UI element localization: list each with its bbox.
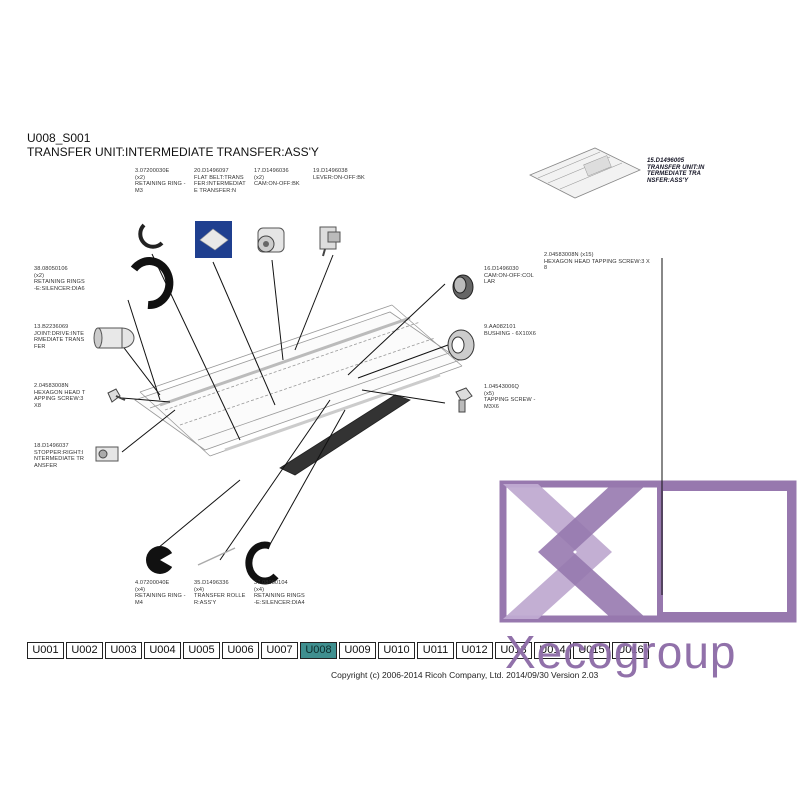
unit-tab-u005[interactable]: U005 xyxy=(183,642,220,659)
hexagon-screw-icon xyxy=(107,388,126,403)
unit-tab-u013[interactable]: U013 xyxy=(495,642,532,659)
part-label-16: 16.D1496030 CAM:ON-OFF:COL LAR xyxy=(484,266,534,286)
diagram-code: U008_S001 xyxy=(27,131,91,145)
transfer-unit-frame xyxy=(134,304,463,476)
part-label-17: 17.D1496036 (x2) CAM:ON-OFF:BK xyxy=(254,168,300,188)
part-label-2b: 2.04583008N (x15) HEXAGON HEAD TAPPING S… xyxy=(544,252,650,272)
part-label-9: 9.AA082101 BUSHING - 6X10X6 xyxy=(484,324,536,337)
part-label-20: 20.D1496097 FLAT BELT:TRANS FER:INTERMED… xyxy=(194,168,246,194)
unit-tab-u006[interactable]: U006 xyxy=(222,642,259,659)
unit-tab-u014[interactable]: U014 xyxy=(534,642,571,659)
part-label-35: 35.D1496336 (x4) TRANSFER ROLLE R:ASS'Y xyxy=(194,580,246,606)
unit-tab-u002[interactable]: U002 xyxy=(66,642,103,659)
unit-tab-u008[interactable]: U008 xyxy=(300,642,337,659)
part-icons xyxy=(93,221,475,585)
retaining-ring-dia6-icon xyxy=(130,257,174,310)
part-label-1: 1.04543006Q (x5) TAPPING SCREW - M3X6 xyxy=(484,384,536,410)
unit-tab-u016[interactable]: U016 xyxy=(612,642,649,659)
flat-belt-icon xyxy=(195,221,232,258)
watermark-logo xyxy=(499,480,797,623)
part-label-38: 38.08050106 (x2) RETAINING RINGS -E:SILE… xyxy=(34,266,85,292)
transfer-roller-icon xyxy=(197,547,236,566)
unit-tab-u010[interactable]: U010 xyxy=(378,642,415,659)
unit-tab-u003[interactable]: U003 xyxy=(105,642,142,659)
diagram-title: TRANSFER UNIT:INTERMEDIATE TRANSFER:ASS'… xyxy=(27,145,319,159)
part-label-37: 37.08050104 (x4) RETAINING RINGS -E:SILE… xyxy=(254,580,305,606)
part-label-3: 3.07200030E (x2) RETAINING RING - M3 xyxy=(135,168,186,194)
unit-tab-u001[interactable]: U001 xyxy=(27,642,64,659)
unit-tab-u015[interactable]: U015 xyxy=(573,642,610,659)
part-label-4: 4.07200040E (x4) RETAINING RING - M4 xyxy=(135,580,186,606)
joint-drive-icon xyxy=(93,327,135,349)
part-label-13: 13.B2236069 JOINT:DRIVE:INTE RMEDIATE TR… xyxy=(34,324,85,350)
part-label-19: 19.D1496038 LEVER:ON-OFF:BK xyxy=(313,168,365,181)
tapping-screw-icon xyxy=(455,387,473,413)
unit-tab-u012[interactable]: U012 xyxy=(456,642,493,659)
stopper-right-icon xyxy=(95,446,119,462)
part-label-18: 18.D1496037 STOPPER:RIGHT:I NTERMEDIATE … xyxy=(34,443,84,469)
unit-tab-u009[interactable]: U009 xyxy=(339,642,376,659)
retaining-ring-m4-icon xyxy=(146,546,174,574)
unit-tab-u011[interactable]: U011 xyxy=(417,642,454,659)
unit-tab-u007[interactable]: U007 xyxy=(261,642,298,659)
page-title: U008_S001 TRANSFER UNIT:INTERMEDIATE TRA… xyxy=(27,131,319,159)
cam-collar-icon xyxy=(452,274,474,300)
assembly-label: 15.D1496005 TRANSFER UNIT:IN TERMEDIATE … xyxy=(647,158,705,184)
bushing-icon xyxy=(447,329,475,361)
copyright-text: Copyright (c) 2006-2014 Ricoh Company, L… xyxy=(331,670,599,680)
unit-tab-u004[interactable]: U004 xyxy=(144,642,181,659)
lever-on-off-icon xyxy=(319,226,341,257)
watermark-text: Xecogroup xyxy=(505,626,737,678)
assembly-thumbnail xyxy=(529,147,641,199)
cam-on-off-icon xyxy=(257,227,285,253)
part-label-2a: 2.04583008N HEXAGON HEAD T APPING SCREW:… xyxy=(34,383,86,409)
retaining-ring-m3-icon xyxy=(138,223,164,249)
retaining-ring-dia4-icon xyxy=(245,541,279,585)
